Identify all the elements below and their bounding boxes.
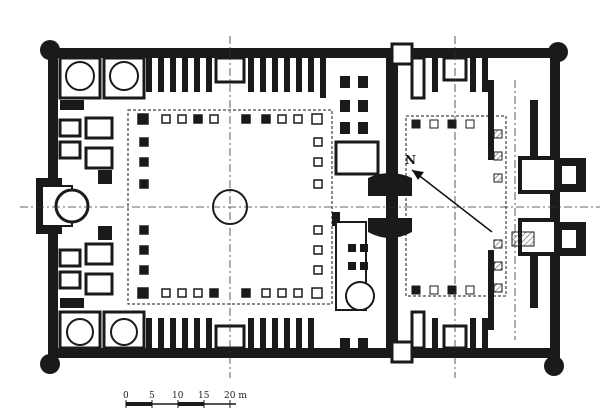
- middle-rooms: [332, 76, 380, 348]
- west-gate: [36, 178, 90, 234]
- axis-lines: [20, 36, 600, 378]
- scale-tick-20m: 20 m: [224, 391, 247, 401]
- scale-tick-0: 0: [123, 391, 129, 401]
- partition-wall: [368, 42, 414, 364]
- north-cells: [58, 56, 326, 100]
- scale-bar: 0 5 10 15 20 m: [123, 391, 247, 408]
- scale-tick-15: 15: [198, 391, 210, 401]
- east-court: [410, 56, 558, 350]
- corner-tower-se: [544, 356, 564, 376]
- west-court-piers: [137, 113, 323, 299]
- scale-tick-5: 5: [149, 391, 155, 401]
- north-arrow: N: [405, 153, 493, 233]
- east-gate: [556, 158, 586, 256]
- west-rooms: [58, 100, 114, 308]
- corner-tower-nw: [40, 40, 60, 60]
- corner-tower-ne: [548, 42, 568, 62]
- south-cells: [58, 310, 314, 350]
- east-court-arcade: [405, 115, 507, 297]
- corner-tower-sw: [40, 354, 60, 374]
- scale-tick-10: 10: [172, 391, 184, 401]
- north-label: N: [405, 153, 416, 167]
- east-court-piers: [411, 119, 535, 295]
